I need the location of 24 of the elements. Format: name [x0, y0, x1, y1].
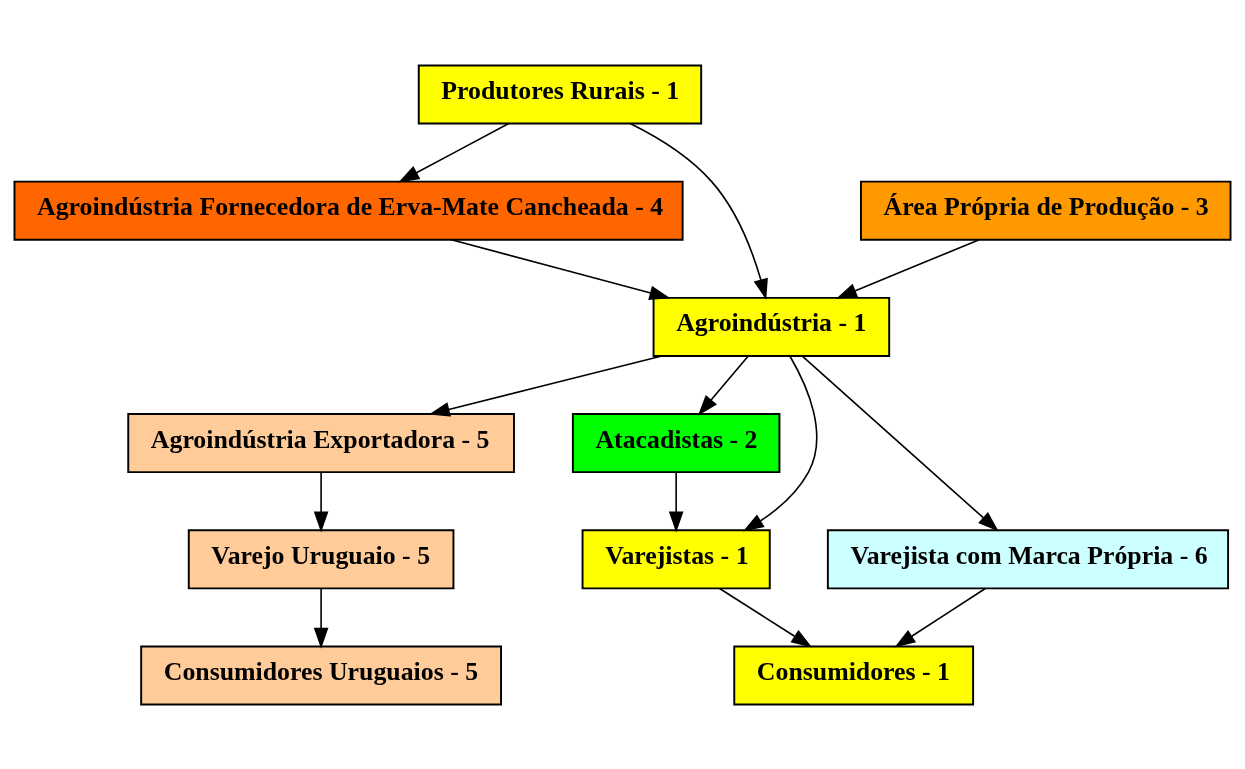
arrow	[668, 471, 684, 533]
node-box: Agroindústria Fornecedora de Erva-Mate Cancheada - 4	[13, 180, 684, 241]
node-box: Agroindústria Exportadora - 5	[127, 412, 515, 473]
node-box: Varejista com Marca Própria - 6	[826, 528, 1230, 589]
node-box: Área Própria de Produção - 3	[860, 180, 1232, 241]
arrow	[801, 354, 999, 532]
node-box: Produtores Rurais - 1	[417, 64, 703, 124]
arrow	[313, 587, 329, 649]
node-box: Varejistas - 1	[581, 528, 771, 589]
arrow	[742, 355, 818, 531]
arrow	[629, 122, 768, 300]
arrow	[398, 122, 510, 182]
arrow	[313, 471, 329, 533]
node-box: Consumidores Uruguaios - 5	[140, 645, 503, 705]
arrow	[450, 238, 671, 300]
node-box: Agroindústria - 1	[652, 296, 891, 357]
arrow	[718, 587, 813, 647]
arrow	[697, 355, 749, 416]
arrow	[836, 238, 980, 299]
arrow	[894, 587, 987, 647]
node-box: Atacadistas - 2	[571, 412, 781, 473]
node-box: Varejo Uruguaio - 5	[187, 528, 455, 589]
arrow	[428, 354, 663, 416]
node-box: Consumidores - 1	[733, 645, 975, 705]
